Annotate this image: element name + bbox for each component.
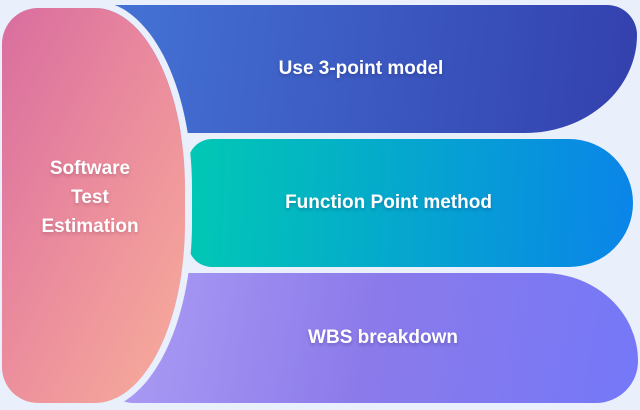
branch-wbs-breakdown: WBS breakdown	[100, 273, 638, 403]
center-node-label-line-1: Software	[49, 158, 131, 179]
center-node-label-line-3: Estimation	[41, 216, 139, 237]
center-node-software-test-estimation: Software Test Estimation	[2, 8, 185, 403]
center-node-label-line-2: Test	[71, 187, 109, 208]
branch-function-point-method-label: Function Point method	[285, 192, 492, 213]
branch-wbs-breakdown-label: WBS breakdown	[308, 327, 458, 348]
branch-3-point-model: Use 3-point model	[85, 5, 637, 133]
branch-3-point-model-label: Use 3-point model	[278, 58, 444, 79]
center-node-label: Software Test Estimation	[2, 154, 178, 241]
branch-function-point-method: Function Point method	[188, 139, 633, 267]
